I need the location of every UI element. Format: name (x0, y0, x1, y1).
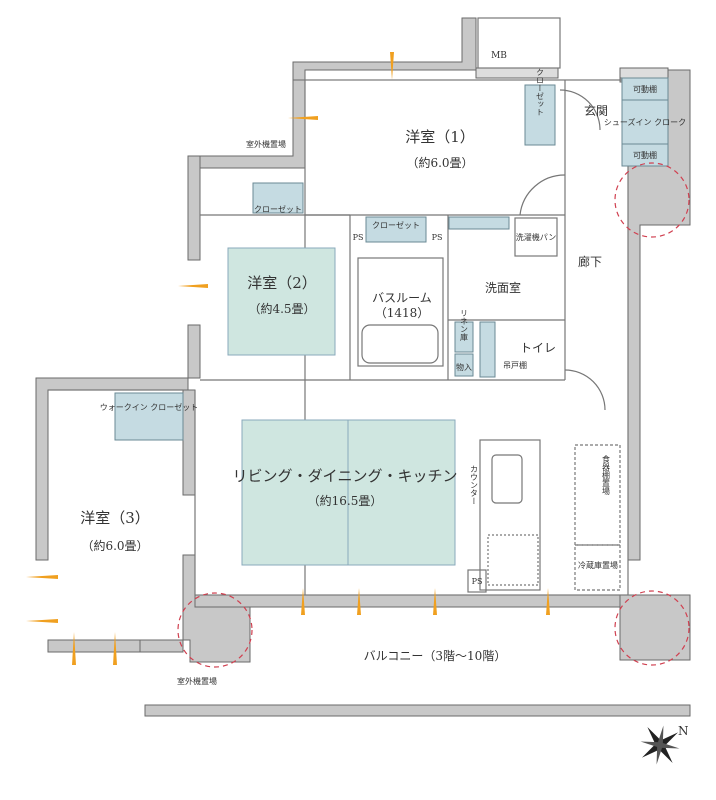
compass-icon (640, 725, 680, 765)
window-markers (26, 52, 550, 665)
outdoor-unit-label-top: 室外機置場 (246, 139, 286, 149)
ps-label-1: PS (353, 233, 364, 242)
fridge-space-label: 冷蔵庫置場 (578, 560, 618, 570)
compass-north-label: N (678, 724, 689, 738)
ps-label-3: PS (472, 577, 483, 586)
corridor-label: 廊下 (578, 254, 602, 269)
hanging-shelf-label: 吊戸棚 (503, 360, 527, 370)
washer-pan-label: 洗濯機パン (516, 232, 556, 242)
western-room-2-floor (227, 247, 336, 356)
entrance-label: 玄関 (584, 103, 608, 118)
interior-walls (48, 17, 629, 596)
dish-shelf-label: 食器棚置場 (602, 454, 611, 496)
washroom-label: 洗面室 (485, 280, 521, 295)
ldk-size: （約16.5畳） (308, 493, 383, 508)
walk-in-closet-label: ウォークイン クローゼット (100, 402, 199, 412)
hatched-strip (475, 67, 559, 79)
storage-label: 物入 (456, 362, 472, 372)
walls (35, 17, 691, 717)
balcony-label: バルコニー（3階～10階） (364, 648, 507, 663)
storage-areas (114, 77, 669, 441)
linen-storage-label: リネン庫 (460, 309, 469, 342)
counter-label: カウンター (470, 465, 479, 505)
closet-1-label: クローゼット (536, 68, 545, 116)
movable-shelf-bottom-label: 可動棚 (633, 150, 657, 160)
toilet-label: トイレ (520, 341, 556, 355)
hatched-strip (619, 67, 669, 79)
outdoor-unit-label-bottom: 室外機置場 (177, 676, 217, 686)
western-room-1-size: （約6.0畳） (406, 155, 473, 170)
western-room-1-name: 洋室（1） (405, 128, 475, 146)
closet-2-label: クローゼット (254, 204, 302, 214)
western-room-3-size: （約6.0畳） (81, 538, 148, 553)
bathroom-size: （1418） (375, 306, 430, 320)
closet-hall-label: クローゼット (372, 220, 420, 230)
western-room-2-name: 洋室（2） (247, 274, 317, 292)
mb-label: MB (491, 51, 507, 61)
western-room-3-name: 洋室（3） (80, 509, 150, 527)
bathroom-name: バスルーム (372, 291, 432, 305)
shoes-in-cloak-label: シューズイン クローク (604, 117, 686, 127)
ps-label-2: PS (432, 233, 443, 242)
movable-shelf-top-label: 可動棚 (633, 84, 657, 94)
ldk-name: リビング・ダイニング・キッチン (232, 467, 457, 485)
structure-marks (177, 162, 690, 668)
western-room-2-size: （約4.5畳） (248, 301, 315, 316)
